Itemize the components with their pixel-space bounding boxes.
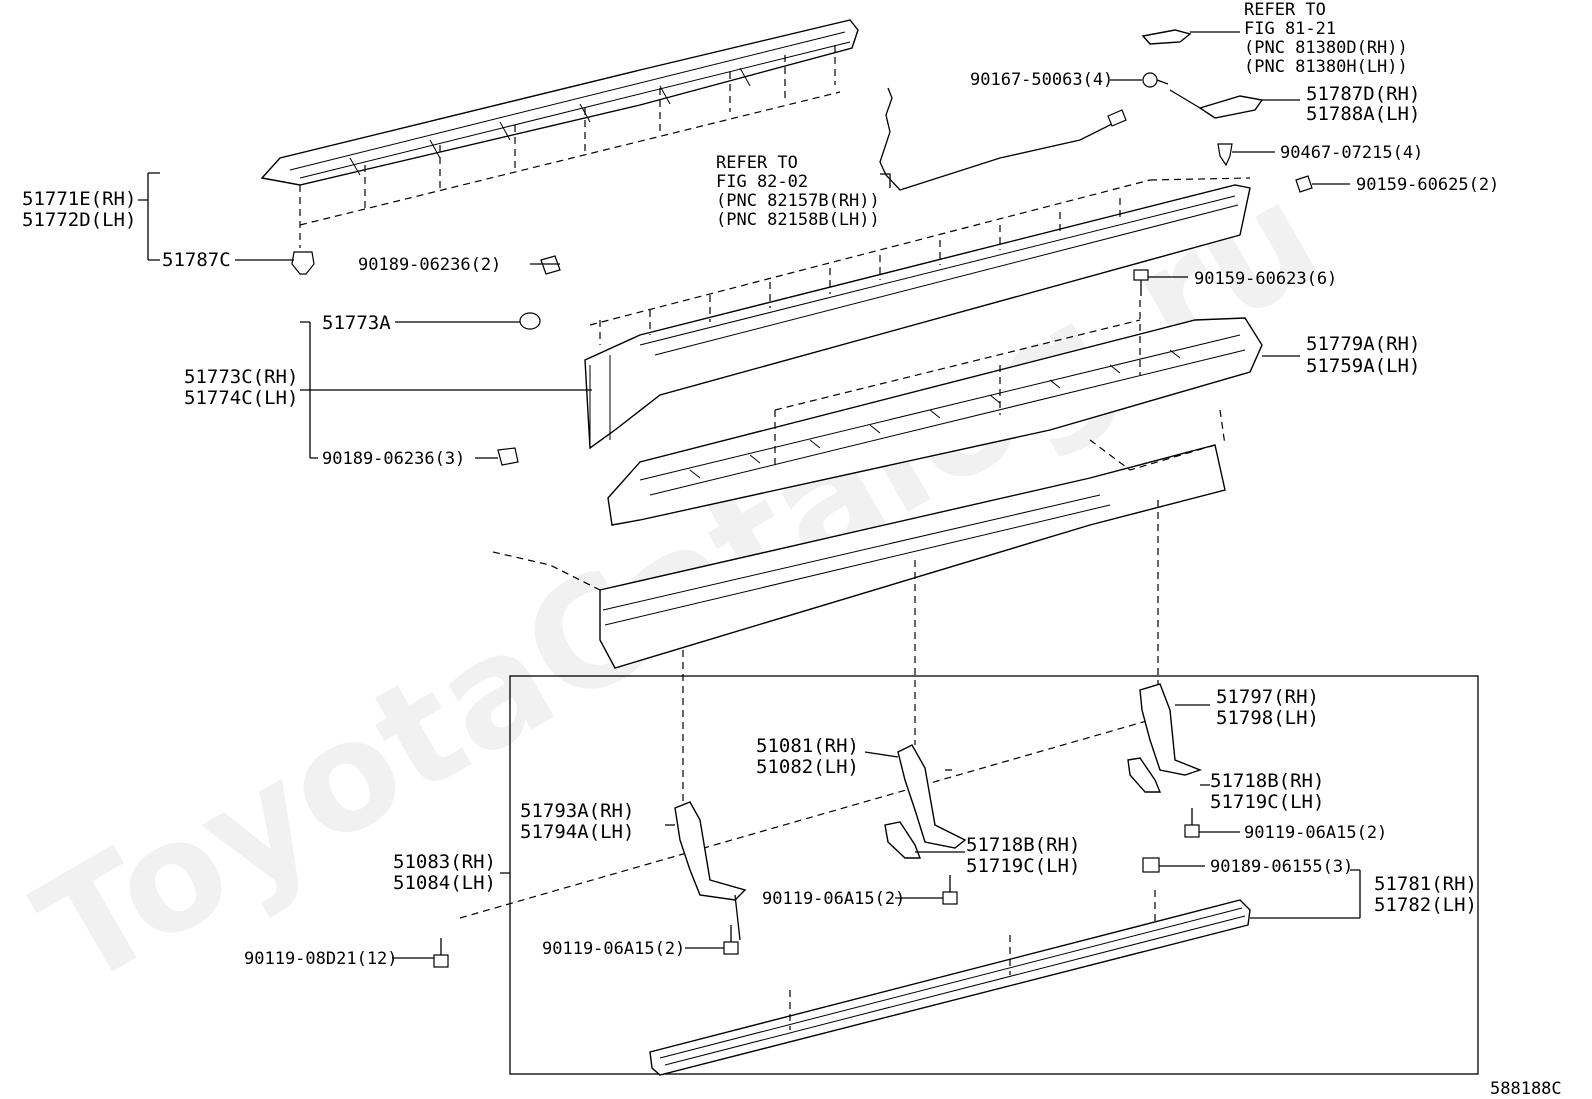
- label-51082: 51082(LH): [756, 756, 859, 778]
- lower-rail-part: [649, 899, 1251, 1076]
- label-51773a: 51773A: [322, 312, 391, 334]
- label-90189-236-2: 90189-06236(2): [358, 255, 501, 275]
- clip-90189-236-2: [540, 255, 561, 275]
- label-51798: 51798(LH): [1216, 707, 1319, 729]
- bolt-90119-d21: [433, 938, 449, 968]
- label-refer-82-l2: FIG 82-02: [716, 172, 808, 192]
- label-51084: 51084(LH): [393, 872, 496, 894]
- leader-outer-panel-grid: [589, 177, 1251, 345]
- label-90189-236-3: 90189-06236(3): [322, 449, 465, 469]
- bolt-90119-a15-right: [1184, 808, 1200, 838]
- bolt-90119-a15-middle: [942, 875, 958, 905]
- leader-lines: [138, 31, 1361, 959]
- label-51794a: 51794A(LH): [520, 821, 634, 843]
- label-51797: 51797(RH): [1216, 686, 1319, 708]
- bracket-51797: [1139, 683, 1203, 776]
- label-51719c-right: 51719C(LH): [1210, 791, 1324, 813]
- bracket-refer-81: [1141, 29, 1192, 45]
- insulator-51718b-right: [1127, 757, 1162, 793]
- label-refer-82-l4: (PNC 82158B(LH)): [716, 210, 880, 230]
- label-90119-a15-middle: 90119-06A15(2): [762, 889, 905, 909]
- bolt-90119-a15-left: [723, 925, 739, 955]
- label-51782: 51782(LH): [1374, 894, 1477, 916]
- label-51779a: 51779A(RH): [1306, 333, 1420, 355]
- body-rocker-panel: [492, 409, 1226, 669]
- label-90167: 90167-50063(4): [970, 70, 1113, 90]
- bracket-51787d: [1198, 95, 1264, 119]
- clip-51773a: [519, 312, 541, 330]
- label-51718b-middle: 51718B(RH): [966, 834, 1080, 856]
- label-51793a: 51793A(RH): [520, 800, 634, 822]
- leader-lower-rail: [789, 890, 1156, 1030]
- label-51781: 51781(RH): [1374, 873, 1477, 895]
- clip-51787c: [291, 251, 315, 275]
- label-51788a: 51788A(LH): [1306, 103, 1420, 125]
- label-refer-81-l2: FIG 81-21: [1244, 19, 1336, 39]
- label-51787c: 51787C: [162, 249, 231, 271]
- label-refer-82-l1: REFER TO: [716, 153, 798, 173]
- figure-code: 588188C: [1490, 1079, 1562, 1099]
- label-51759a: 51759A(LH): [1306, 355, 1420, 377]
- lower-group-box: [509, 675, 1479, 1075]
- label-51771e: 51771E(RH): [22, 188, 136, 210]
- step-outer-panel: [584, 184, 1251, 450]
- leader-upper-cover: [299, 45, 841, 248]
- label-refer-81-l1: REFER TO: [1244, 0, 1326, 20]
- label-51081: 51081(RH): [756, 735, 859, 757]
- label-refer-82-l3: (PNC 82157B(RH)): [716, 191, 880, 211]
- label-90467: 90467-07215(4): [1280, 143, 1423, 163]
- insulator-51718b-middle: [884, 821, 922, 859]
- clip-90189-155: [1142, 857, 1160, 873]
- label-51719c-middle: 51719C(LH): [966, 855, 1080, 877]
- label-90119-a15-left: 90119-06A15(2): [542, 939, 685, 959]
- label-51083: 51083(RH): [393, 851, 496, 873]
- clip-90189-236-3: [497, 447, 519, 466]
- label-90119-d21: 90119-08D21(12): [244, 949, 398, 969]
- leader-running-board: [774, 300, 1141, 470]
- clip-90467: [1217, 143, 1233, 167]
- bolt-90159-623: [1133, 269, 1149, 296]
- label-51787d: 51787D(RH): [1306, 83, 1420, 105]
- label-51772d: 51772D(LH): [22, 209, 136, 231]
- label-90159-625: 90159-60625(2): [1356, 175, 1499, 195]
- leader-bracket-drops: [459, 500, 1159, 919]
- label-90189-155: 90189-06155(3): [1210, 857, 1353, 877]
- label-refer-81-l3: (PNC 81380D(RH)): [1244, 38, 1408, 58]
- label-51773c: 51773C(RH): [184, 366, 298, 388]
- label-refer-81-l4: (PNC 81380H(LH)): [1244, 57, 1408, 77]
- harness-wire: [879, 87, 1121, 191]
- harness-connector: [1107, 109, 1127, 127]
- label-51718b-right: 51718B(RH): [1210, 770, 1324, 792]
- label-51774c: 51774C(LH): [184, 387, 298, 409]
- bolt-90159-625: [1295, 175, 1313, 193]
- label-90119-a15-right: 90119-06A15(2): [1244, 823, 1387, 843]
- bracket-51081: [897, 744, 967, 849]
- running-board-part: [607, 317, 1263, 526]
- fastener-90167: [1142, 72, 1169, 88]
- label-90159-623: 90159-60623(6): [1194, 269, 1337, 289]
- bracket-51793a: [674, 801, 747, 901]
- upper-cover-part: [260, 19, 859, 186]
